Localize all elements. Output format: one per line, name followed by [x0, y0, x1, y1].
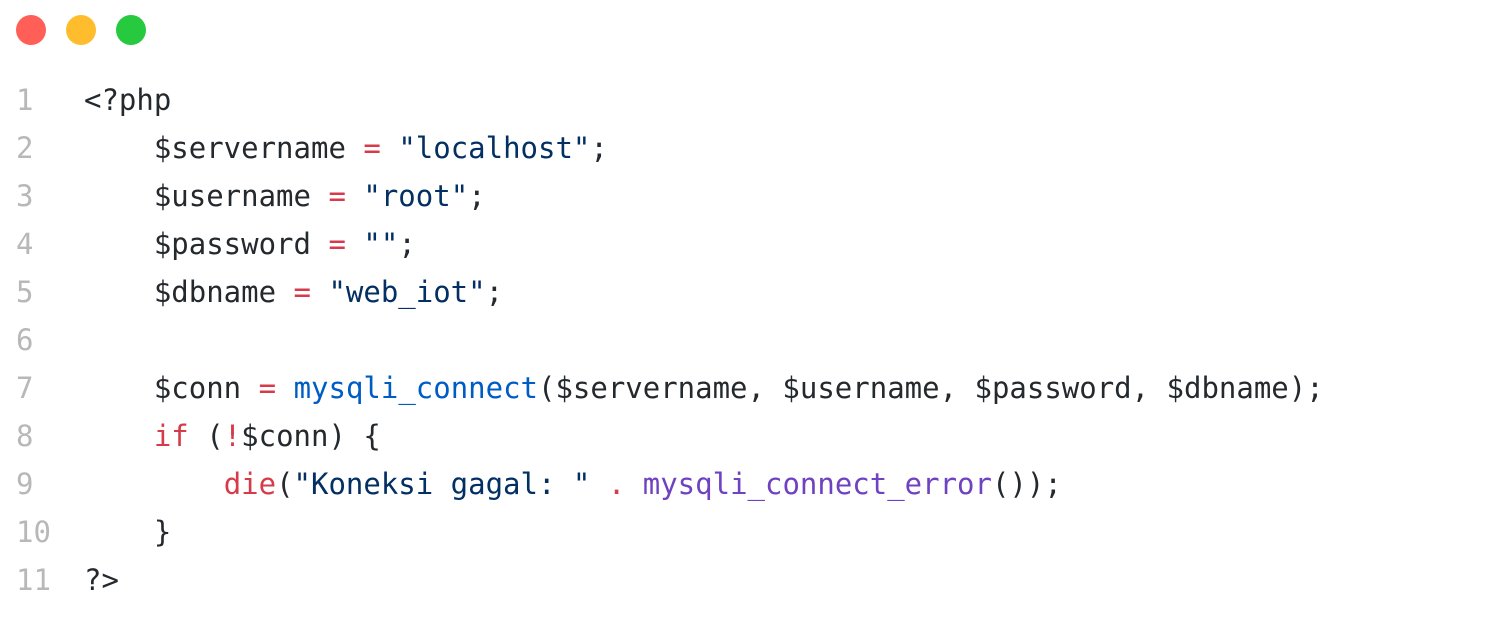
indent	[84, 275, 154, 309]
code-token	[381, 131, 398, 165]
line-number: 10	[16, 515, 51, 549]
code-text: }	[66, 508, 171, 556]
line-number: 7	[16, 371, 34, 405]
code-token: }	[153, 515, 172, 549]
code-token: $password	[153, 227, 311, 261]
code-text: $password = "";	[66, 220, 416, 268]
indent	[84, 179, 154, 213]
code-token: .	[607, 467, 626, 501]
code-token: =	[328, 179, 346, 213]
code-token: ?>	[84, 563, 119, 597]
code-line: 6	[0, 316, 1324, 364]
line-number: 6	[16, 323, 34, 357]
code-token: =	[363, 131, 381, 165]
code-line: 1 <?php	[0, 76, 1324, 124]
code-text	[66, 316, 84, 364]
line-number: 5	[16, 275, 34, 309]
line-number: 9	[16, 467, 34, 501]
code-token: $conn	[153, 371, 242, 405]
code-token	[311, 227, 328, 261]
code-token	[311, 275, 328, 309]
code-token	[276, 275, 293, 309]
code-token: "root"	[363, 179, 469, 213]
code-line: 11 ?>	[0, 556, 1324, 604]
code-line: 4 $password = "";	[0, 220, 1324, 268]
line-number: 2	[16, 131, 34, 165]
code-token: =	[293, 275, 311, 309]
code-token: die	[223, 467, 277, 501]
indent	[84, 131, 154, 165]
code-token: $username	[153, 179, 311, 213]
code-text: if (!$conn) {	[66, 412, 381, 460]
code-text: ?>	[66, 556, 119, 604]
line-number: 11	[16, 563, 51, 597]
line-number: 8	[16, 419, 34, 453]
code-token: (	[276, 467, 294, 501]
code-text: $conn = mysqli_connect($servername, $use…	[66, 364, 1324, 412]
code-line: 7 $conn = mysqli_connect($servername, $u…	[0, 364, 1324, 412]
code-line: 10 }	[0, 508, 1324, 556]
indent	[84, 467, 224, 501]
code-token: =	[258, 371, 277, 405]
code-token: $conn) {	[241, 419, 381, 453]
code-token: ($servername, $username, $password, $dbn…	[538, 371, 1324, 405]
code-token: !	[223, 419, 242, 453]
code-token	[346, 179, 363, 213]
code-text: $username = "root";	[66, 172, 486, 220]
code-token: "web_iot"	[328, 275, 486, 309]
line-number: 1	[16, 83, 34, 117]
code-token: (	[188, 419, 224, 453]
code-token: ());	[991, 467, 1062, 501]
code-token: mysqli_connect	[293, 371, 538, 405]
code-token: ""	[363, 227, 399, 261]
code-token: if	[153, 419, 189, 453]
code-token	[241, 371, 258, 405]
code-token: $dbname	[153, 275, 277, 309]
code-token: ;	[590, 131, 608, 165]
code-text: $dbname = "web_iot";	[66, 268, 503, 316]
code-text: <?php	[66, 76, 171, 124]
indent	[84, 371, 154, 405]
code-token	[276, 371, 293, 405]
line-number: 4	[16, 227, 34, 261]
indent	[84, 515, 154, 549]
code-token: <?php	[84, 83, 172, 117]
line-number: 3	[16, 179, 34, 213]
code-text: die("Koneksi gagal: " . mysqli_connect_e…	[66, 460, 1062, 508]
code-token: =	[328, 227, 346, 261]
maximize-dot-icon[interactable]	[116, 15, 146, 45]
code-token: ;	[468, 179, 486, 213]
code-line: 3 $username = "root";	[0, 172, 1324, 220]
code-token: "Koneksi gagal: "	[293, 467, 591, 501]
code-line: 9 die("Koneksi gagal: " . mysqli_connect…	[0, 460, 1324, 508]
code-token	[346, 131, 363, 165]
code-token: mysqli_connect_error	[642, 467, 992, 501]
code-line: 2 $servername = "localhost";	[0, 124, 1324, 172]
code-token: "localhost"	[398, 131, 591, 165]
code-token	[311, 179, 328, 213]
code-line: 8 if (!$conn) {	[0, 412, 1324, 460]
code-text: $servername = "localhost";	[66, 124, 608, 172]
indent	[84, 419, 154, 453]
code-token: ;	[398, 227, 416, 261]
code-token: ;	[485, 275, 504, 309]
minimize-dot-icon[interactable]	[66, 15, 96, 45]
window-controls	[16, 15, 146, 45]
indent	[84, 227, 154, 261]
close-dot-icon[interactable]	[16, 15, 46, 45]
code-token	[346, 227, 363, 261]
code-token: $servername	[153, 131, 346, 165]
code-token	[590, 467, 607, 501]
code-token	[625, 467, 642, 501]
code-line: 5 $dbname = "web_iot";	[0, 268, 1324, 316]
